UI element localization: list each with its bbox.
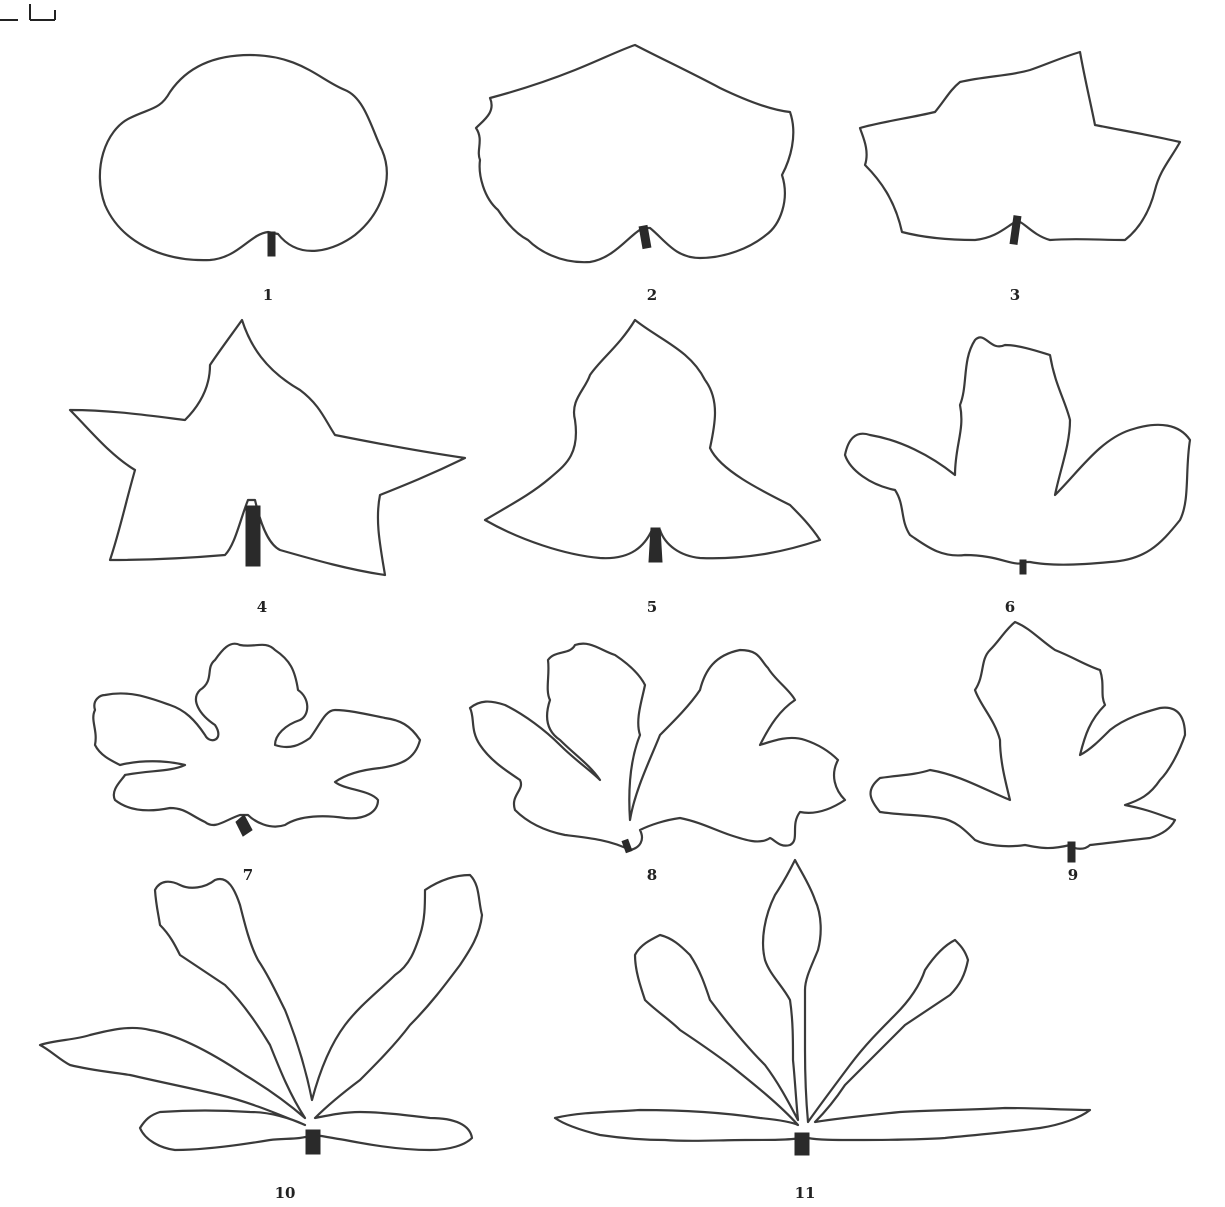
leaf-1 [100,55,387,260]
leaf-9 [871,622,1185,862]
leaf-label-1: 1 [263,286,273,304]
leaf-label-8: 8 [647,866,657,884]
leaf-label-11: 11 [795,1184,816,1202]
leaf-2 [476,45,793,262]
leaf-label-2: 2 [647,286,657,304]
leaf-label-5: 5 [647,598,657,616]
leaf-8 [470,644,845,853]
leaf-4 [70,320,465,575]
leaf-label-6: 6 [1005,598,1015,616]
leaf-11 [555,860,1090,1155]
leaf-label-9: 9 [1068,866,1078,884]
leaf-label-3: 3 [1010,286,1020,304]
leaf-label-4: 4 [257,598,267,616]
leaf-6 [845,337,1190,574]
leaf-5 [485,320,820,562]
leaf-7 [93,644,420,836]
leaf-label-10: 10 [275,1184,296,1202]
cropped-edge-mark [0,4,55,20]
leaf-3 [860,52,1180,244]
leaf-label-7: 7 [243,866,253,884]
leaf-10 [40,875,482,1154]
